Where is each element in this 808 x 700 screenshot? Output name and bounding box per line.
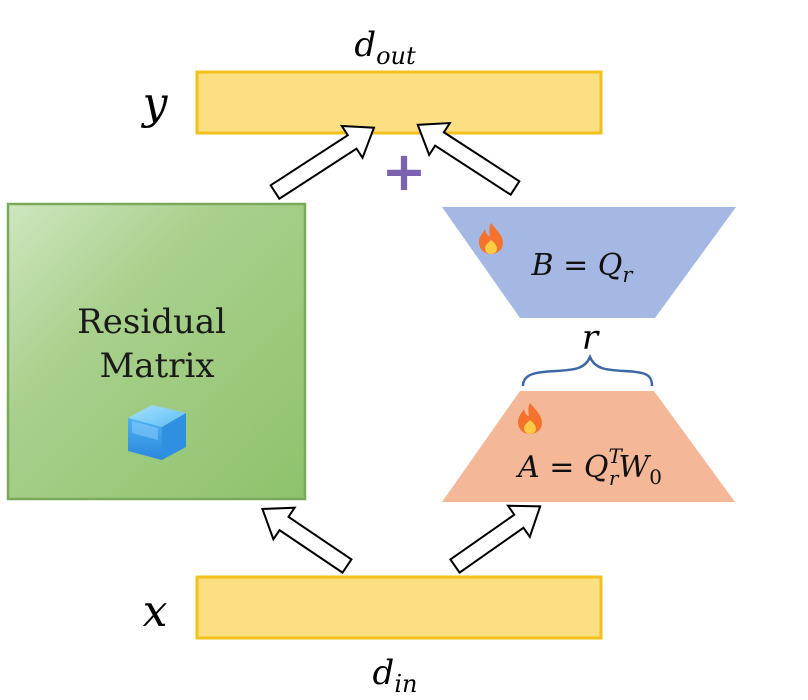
frozen-ice-cube-icon (128, 405, 186, 460)
brace-icon (521, 353, 654, 387)
arrow-residual-to-sum (269, 124, 376, 201)
fire-icon (479, 223, 503, 254)
rank-brace: r (521, 318, 654, 387)
matrix-a-trapezoid (442, 391, 735, 502)
arrow-up-left (261, 506, 353, 575)
input-vector-x (195, 575, 603, 640)
output-bar (195, 70, 603, 135)
arrow-up-right (269, 124, 376, 201)
x-label: x (143, 586, 168, 637)
matrix-b: B = Qr (442, 207, 736, 318)
matrix-b-equation: B = Qr (531, 248, 635, 287)
arrow-b-to-sum (416, 121, 521, 197)
d-in-label: din (373, 653, 418, 698)
arrow-x-to-a (449, 504, 542, 574)
arrow-up-right (449, 504, 542, 574)
plus-sign: + (381, 140, 426, 203)
y-label: y (141, 78, 169, 129)
output-vector-y (195, 70, 603, 135)
residual-matrix-title: Residual Matrix (77, 302, 237, 386)
input-bar (195, 575, 603, 640)
arrow-x-to-residual (261, 506, 353, 575)
rank-r-label: r (582, 318, 600, 358)
residual-matrix: Residual Matrix (6, 202, 307, 501)
matrix-b-trapezoid (442, 207, 736, 318)
fire-icon (518, 403, 542, 434)
d-out-label: dout (354, 25, 416, 70)
arrow-up-left (416, 121, 521, 197)
